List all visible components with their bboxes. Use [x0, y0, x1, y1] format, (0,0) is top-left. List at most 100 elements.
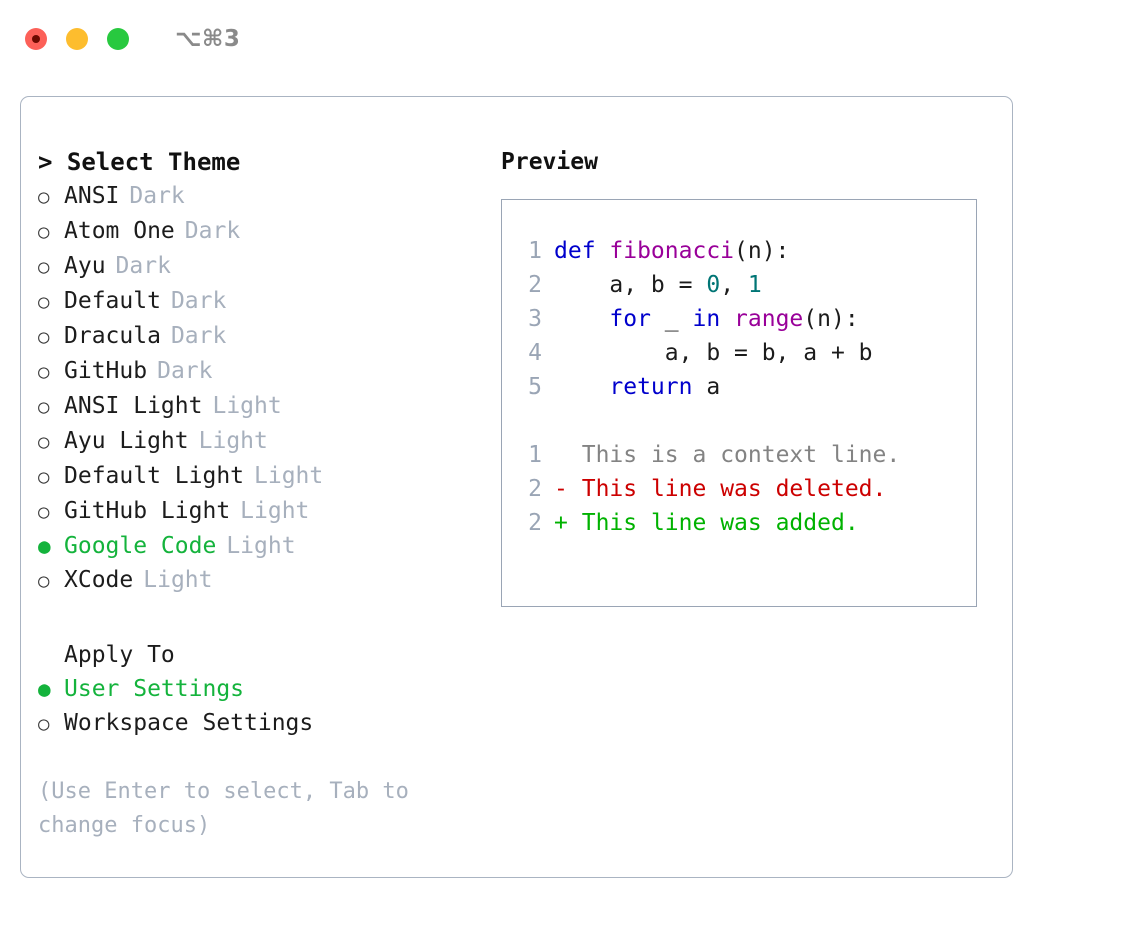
theme-option-label: Atom One — [64, 218, 175, 244]
theme-option-label: GitHub Light — [64, 498, 231, 524]
theme-option-label: XCode — [64, 567, 134, 593]
diff-line-text: This is a context line. — [581, 442, 901, 468]
theme-variant-tag: Light — [143, 567, 213, 593]
zoom-button[interactable] — [107, 28, 129, 50]
apply-to-option-user-settings[interactable]: ● User Settings — [38, 672, 488, 706]
diff-sign — [554, 438, 568, 472]
theme-variant-tag: Light — [240, 498, 310, 524]
code-line: 2 a, b = 0, 1 — [512, 268, 900, 302]
theme-option-atom-one[interactable]: ○ Atom One Dark — [38, 214, 488, 249]
code-token-kw: in — [692, 306, 721, 332]
theme-option-label: Ayu Light — [64, 428, 189, 454]
theme-option-label: ANSI Light — [64, 393, 203, 419]
theme-option-label: Google Code — [64, 533, 217, 559]
code-token-kw: for — [609, 306, 651, 332]
line-number: 5 — [528, 374, 542, 400]
theme-option-label: Default — [64, 288, 161, 314]
code-line-content: a, b = b, a + b — [554, 336, 873, 370]
diff-spacer — [568, 438, 582, 472]
code-token-num: 0 — [706, 272, 721, 298]
apply-to-option-label: User Settings — [64, 676, 245, 702]
code-token-pl: _ — [650, 306, 693, 332]
radio-selected-icon[interactable]: ● — [38, 534, 51, 558]
close-button[interactable] — [25, 28, 47, 50]
diff-sign: + — [554, 510, 568, 536]
radio-unselected-icon[interactable]: ○ — [38, 361, 50, 383]
theme-variant-tag: Light — [226, 533, 296, 559]
theme-option-github-light[interactable]: ○ GitHub Light Light — [38, 494, 488, 529]
line-number: 2 — [528, 510, 542, 536]
radio-unselected-icon[interactable]: ○ — [38, 466, 50, 488]
page-title: > Select Theme — [38, 145, 488, 179]
apply-to-option-workspace-settings[interactable]: ○ Workspace Settings — [38, 706, 488, 741]
diff-line: 1 This is a context line. — [512, 438, 900, 472]
diff-line: 2- This line was deleted. — [512, 472, 900, 506]
radio-selected-icon[interactable]: ● — [38, 677, 51, 701]
theme-option-label: Default Light — [64, 463, 245, 489]
diff-line-text: This line was added. — [581, 510, 859, 536]
radio-unselected-icon[interactable]: ○ — [38, 713, 50, 735]
diff-spacer — [568, 472, 582, 506]
radio-unselected-icon[interactable]: ○ — [38, 570, 50, 592]
radio-unselected-icon[interactable]: ○ — [38, 431, 50, 453]
radio-unselected-icon[interactable]: ○ — [38, 291, 50, 313]
code-line: 3 for _ in range(n): — [512, 302, 900, 336]
window-title: ⌥⌘3 — [175, 26, 241, 52]
code-token-pl — [720, 306, 734, 332]
code-line-content: def fibonacci(n): — [554, 234, 789, 268]
theme-variant-tag: Light — [212, 393, 282, 419]
theme-variant-tag: Dark — [184, 218, 241, 244]
radio-unselected-icon[interactable]: ○ — [38, 256, 50, 278]
code-token-pl: a — [692, 374, 721, 400]
code-line-content: a, b = 0, 1 — [554, 268, 761, 302]
apply-to-option-list: ● User Settings ○ Workspace Settings — [38, 672, 488, 741]
radio-unselected-icon[interactable]: ○ — [38, 186, 50, 208]
code-line: 1 def fibonacci(n): — [512, 234, 900, 268]
theme-option-google-code[interactable]: ● Google Code Light — [38, 529, 488, 563]
radio-unselected-icon[interactable]: ○ — [38, 396, 50, 418]
theme-option-xcode[interactable]: ○ XCode Light — [38, 563, 488, 598]
code-blank-line — [512, 404, 900, 438]
theme-option-ansi[interactable]: ○ ANSI Dark — [38, 179, 488, 214]
apply-to-option-label: Workspace Settings — [64, 710, 314, 736]
code-token-kw: return — [609, 374, 693, 400]
keyboard-hint: (Use Enter to select, Tab to change focu… — [38, 779, 409, 838]
radio-unselected-icon[interactable]: ○ — [38, 326, 50, 348]
spacer — [38, 598, 488, 638]
line-number: 3 — [528, 306, 542, 332]
code-token-pl — [554, 306, 609, 332]
theme-option-default[interactable]: ○ Default Dark — [38, 284, 488, 319]
radio-unselected-icon[interactable]: ○ — [38, 501, 50, 523]
preview-title: Preview — [501, 149, 598, 175]
radio-unselected-icon[interactable]: ○ — [38, 221, 50, 243]
theme-variant-tag: Dark — [170, 288, 227, 314]
theme-option-dracula[interactable]: ○ Dracula Dark — [38, 319, 488, 354]
diff-spacer — [568, 506, 582, 540]
line-number: 1 — [528, 442, 542, 468]
page-title-label: Select Theme — [66, 148, 241, 176]
theme-option-label: ANSI — [64, 183, 120, 209]
theme-variant-tag: Dark — [170, 323, 227, 349]
theme-variant-tag: Dark — [115, 253, 171, 279]
theme-variant-tag: Dark — [157, 358, 213, 384]
code-line: 4 a, b = b, a + b — [512, 336, 900, 370]
title-bar: ⌥⌘3 — [0, 0, 1140, 78]
theme-option-label: Dracula — [64, 323, 161, 349]
theme-variant-tag: Dark — [129, 183, 185, 209]
code-token-fn: range — [734, 306, 804, 332]
code-token-pl: (n): — [803, 306, 859, 332]
minimize-button[interactable] — [66, 28, 88, 50]
line-number: 1 — [528, 238, 542, 264]
theme-option-ansi-light[interactable]: ○ ANSI Light Light — [38, 389, 488, 424]
